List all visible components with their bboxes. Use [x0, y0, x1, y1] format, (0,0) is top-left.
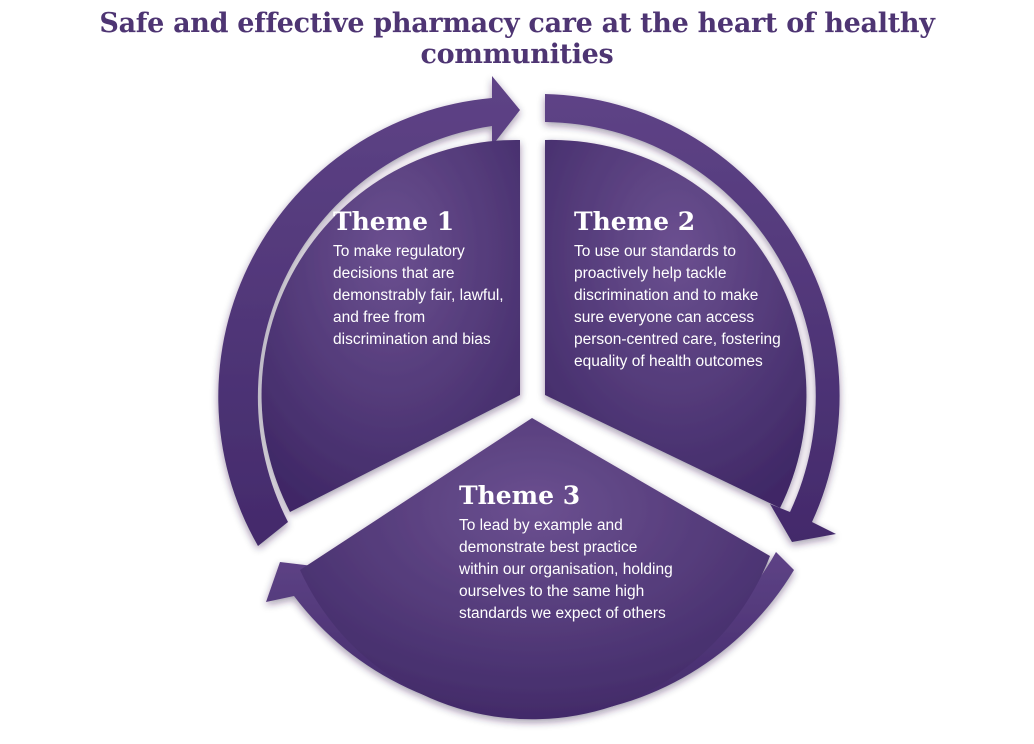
- wedge-theme-3: [300, 418, 770, 720]
- wedge-theme-1: [261, 139, 520, 512]
- segment-theme-1: [218, 76, 520, 546]
- theme-1-heading: Theme 1: [333, 207, 455, 236]
- theme-1-description: To make regulatory decisions that are de…: [333, 243, 504, 348]
- theme-3-block: Theme 3 To lead by example and demonstra…: [459, 481, 674, 625]
- theme-1-block: Theme 1 To make regulatory decisions tha…: [333, 207, 508, 351]
- arrow-ring-2: [545, 94, 840, 542]
- wedge-theme-2: [545, 139, 807, 508]
- theme-3-description: To lead by example and demonstrate best …: [459, 517, 673, 622]
- theme-2-block: Theme 2 To use our standards to proactiv…: [574, 207, 784, 373]
- segment-theme-2: [545, 94, 840, 542]
- theme-3-heading: Theme 3: [459, 481, 581, 510]
- theme-2-description: To use our standards to proactively help…: [574, 243, 781, 370]
- page-title: Safe and effective pharmacy care at the …: [99, 8, 935, 70]
- segment-theme-3: [266, 418, 794, 720]
- arrow-ring-1: [218, 76, 520, 546]
- theme-2-heading: Theme 2: [574, 207, 696, 236]
